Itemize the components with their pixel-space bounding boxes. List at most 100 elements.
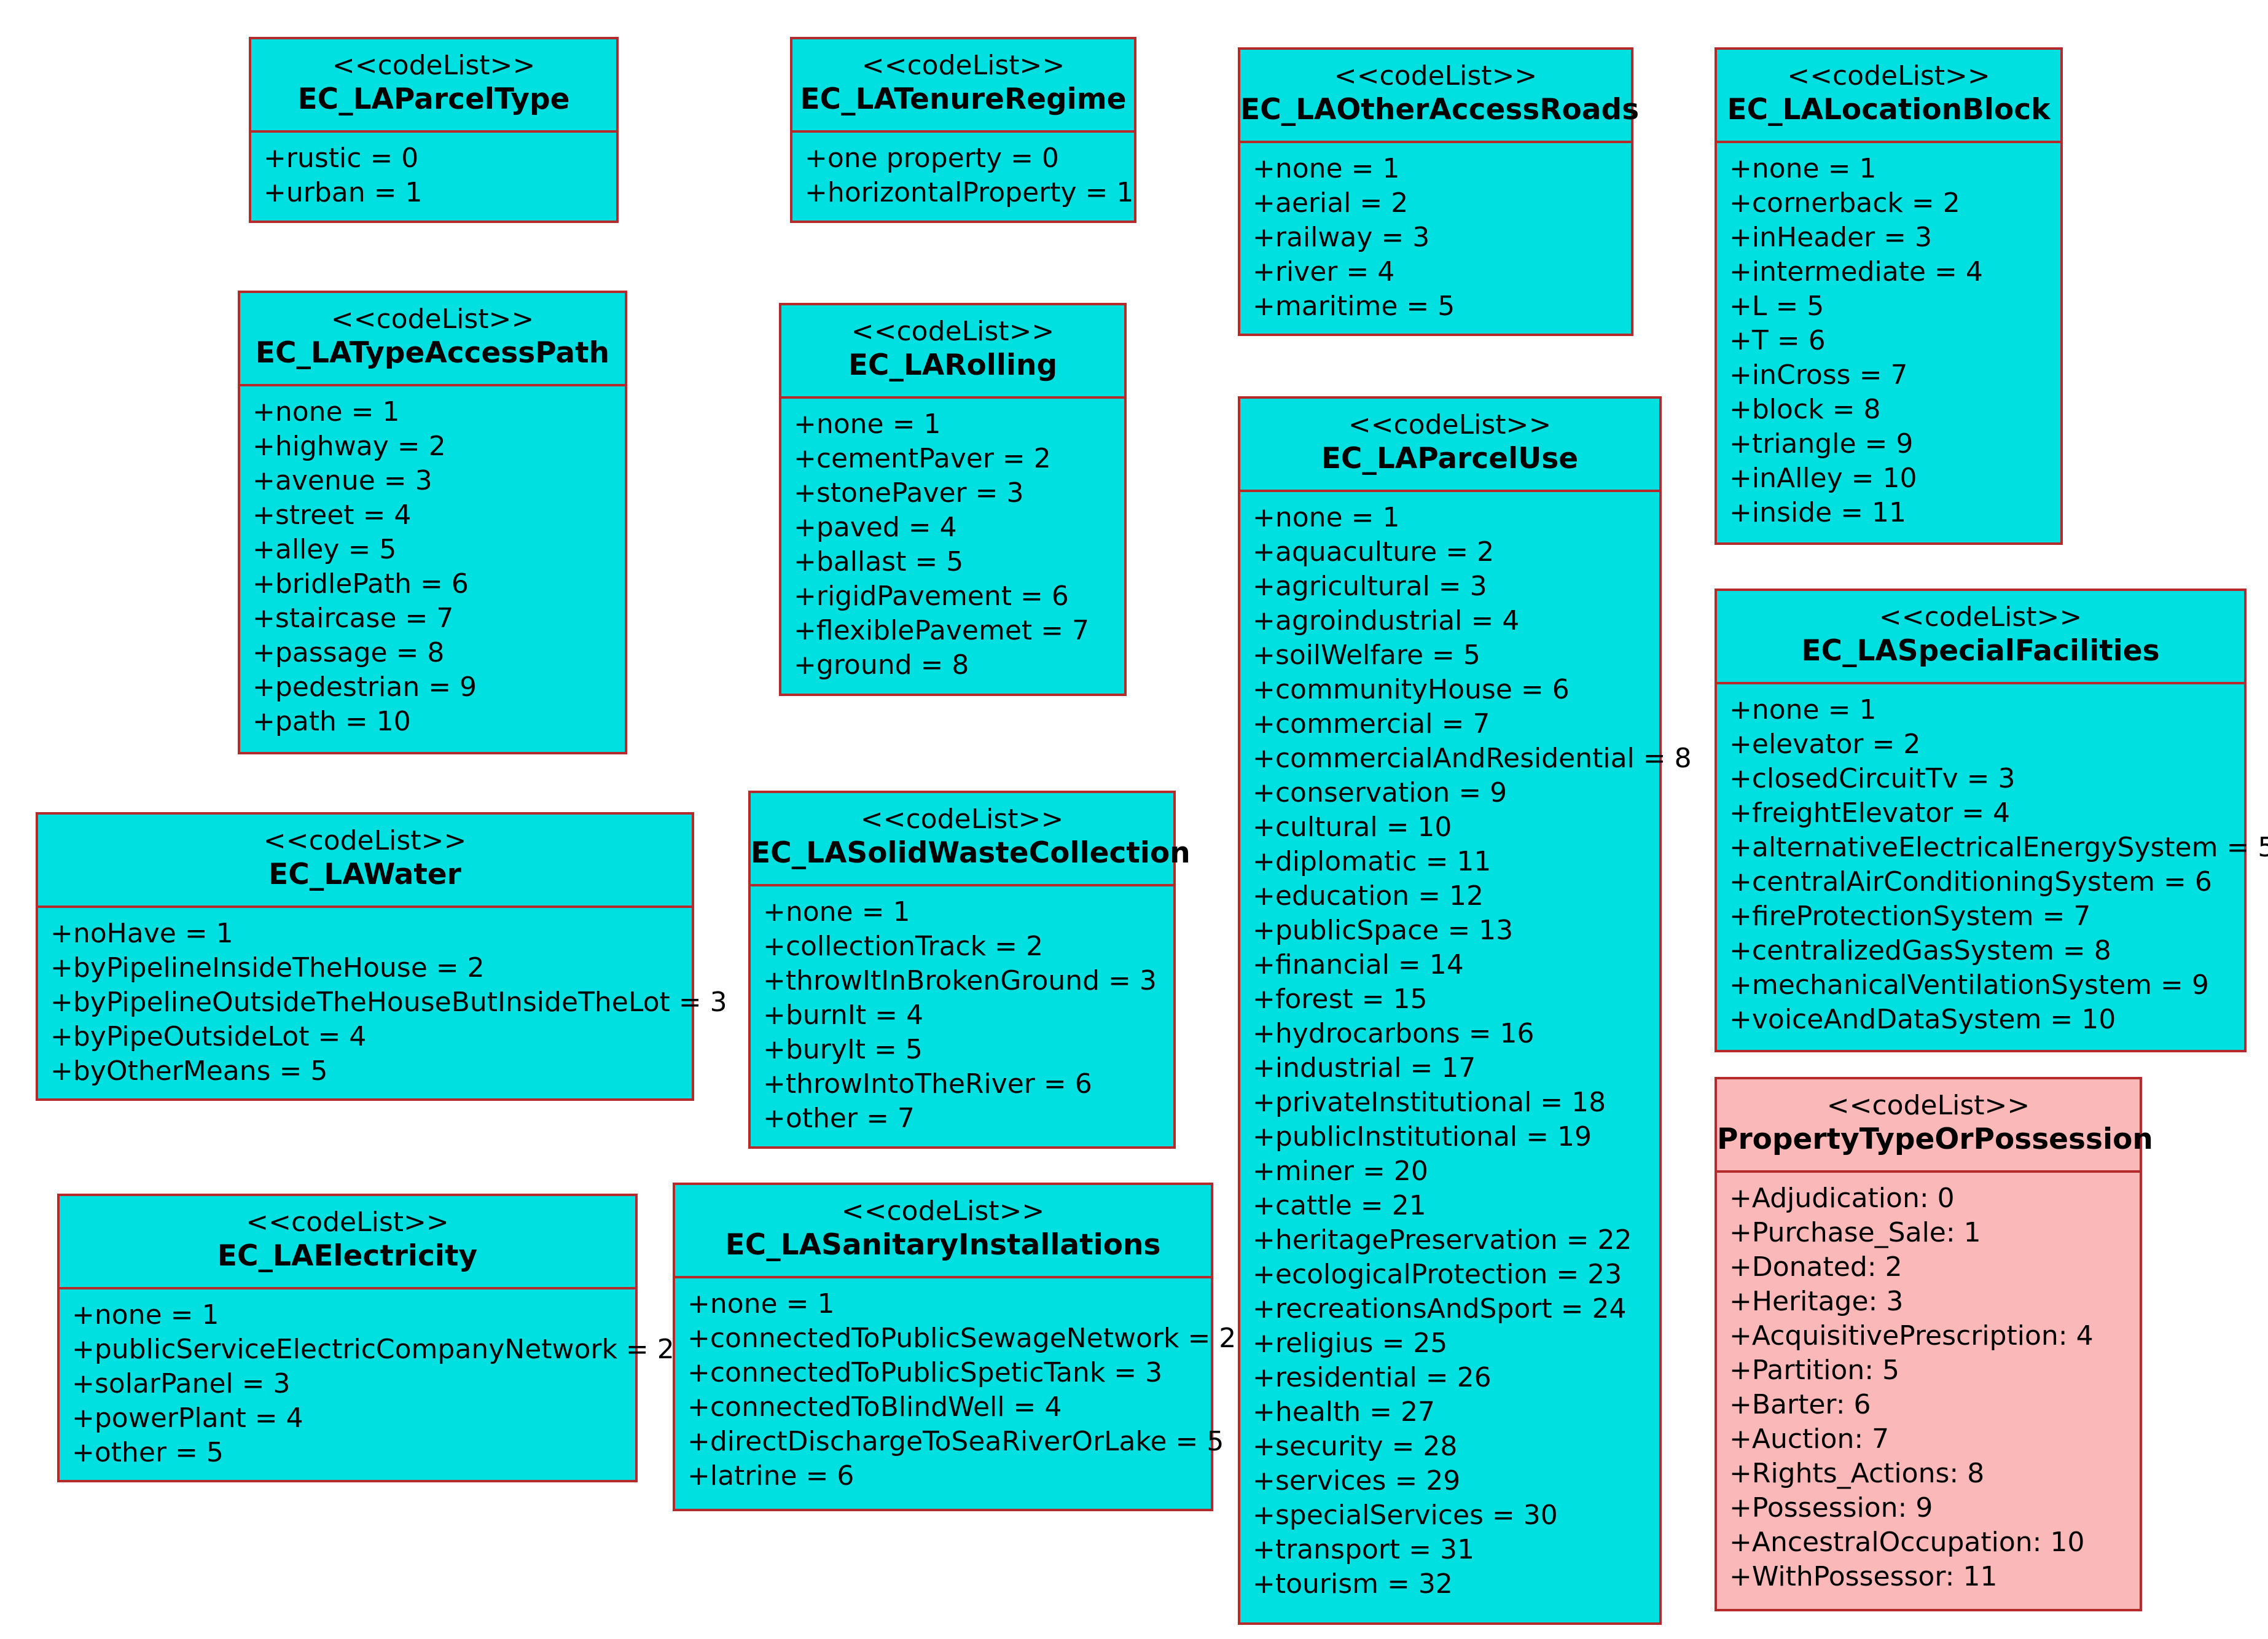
attribute: +byPipeOutsideLot = 4: [50, 1021, 367, 1052]
attribute: +flexiblePavemet = 7: [794, 615, 1090, 646]
attribute: +throwItInBrokenGround = 3: [763, 965, 1157, 996]
class-type-access-path[interactable]: <<codeList>>EC_LATypeAccessPath +none = 1…: [238, 291, 627, 754]
class-attributes: +one property = 0+horizontalProperty = 1: [792, 133, 1134, 210]
attribute: +other = 7: [763, 1103, 915, 1134]
attribute: +publicSpace = 13: [1253, 915, 1514, 946]
class-header: <<codeList>>EC_LASpecialFacilities: [1717, 591, 2244, 684]
attribute: +staircase = 7: [252, 603, 454, 634]
class-attributes: +Adjudication: 0+Purchase_Sale: 1+Donate…: [1717, 1173, 2140, 1594]
class-stereotype: <<codeList>>: [1348, 409, 1552, 440]
class-solid-waste-collection[interactable]: <<codeList>>EC_LASolidWasteCollection+no…: [748, 791, 1191, 1149]
attribute: +aerial = 2: [1253, 187, 1409, 219]
attribute: +path = 10: [252, 706, 411, 737]
attribute: +none = 1: [252, 396, 400, 428]
attribute: +one property = 0: [805, 143, 1059, 174]
class-attributes: +none = 1+publicServiceElectricCompanyNe…: [60, 1289, 675, 1470]
class-header: <<codeList>>EC_LASanitaryInstallations: [675, 1185, 1211, 1278]
attribute: +hydrocarbons = 16: [1253, 1018, 1535, 1049]
attribute: +railway = 3: [1253, 222, 1430, 253]
attribute: +Purchase_Sale: 1: [1729, 1217, 1981, 1248]
attribute: +river = 4: [1253, 256, 1395, 288]
attribute: +cornerback = 2: [1729, 187, 1960, 219]
attribute: +other = 5: [72, 1437, 224, 1468]
attribute: +religius = 25: [1253, 1328, 1448, 1359]
class-stereotype: <<codeList>>: [860, 804, 1064, 835]
attribute: +Rights_Actions: 8: [1729, 1458, 1985, 1489]
attribute: +connectedToPublicSewageNetwork = 2: [687, 1323, 1237, 1354]
attribute: +services = 29: [1253, 1465, 1461, 1496]
class-stereotype: <<codeList>>: [263, 825, 467, 856]
class-rolling[interactable]: <<codeList>>EC_LARolling+none = 1+cement…: [779, 303, 1127, 696]
attribute: +directDischargeToSeaRiverOrLake = 5: [687, 1426, 1224, 1457]
attribute: +inCross = 7: [1729, 359, 1908, 391]
attribute: +commercialAndResidential = 8: [1253, 743, 1692, 774]
attribute: +closedCircuitTv = 3: [1729, 763, 2016, 794]
attribute: +ground = 8: [794, 649, 969, 681]
class-tenure-regime[interactable]: <<codeList>>EC_LATenureRegime+one proper…: [790, 37, 1136, 223]
attribute: +Heritage: 3: [1729, 1286, 1904, 1317]
class-parcel-use[interactable]: <<codeList>>EC_LAParcelUse+none = 1+aqua…: [1238, 396, 1692, 1625]
attribute: +cultural = 10: [1253, 812, 1452, 843]
attribute: +throwIntoTheRiver = 6: [763, 1068, 1092, 1100]
class-name: EC_LARolling: [848, 348, 1058, 382]
class-stereotype: <<codeList>>: [861, 50, 1065, 81]
class-other-access-roads[interactable]: <<codeList>>EC_LAOtherAccessRoads+none =…: [1238, 47, 1640, 336]
class-header: <<codeList>>EC_LAParcelType: [251, 39, 616, 133]
class-attributes: +noHave = 1+byPipelineInsideTheHouse = 2…: [38, 908, 727, 1089]
attribute: +byOtherMeans = 5: [50, 1055, 328, 1087]
class-name: EC_LASpecialFacilities: [1801, 634, 2160, 668]
attribute: +communityHouse = 6: [1253, 674, 1570, 705]
attribute: +Partition: 5: [1729, 1355, 1900, 1386]
attribute: +none = 1: [72, 1299, 219, 1331]
attribute: +AncestralOccupation: 10: [1729, 1527, 2085, 1558]
class-name: EC_LAWater: [268, 858, 461, 891]
class-stereotype: <<codeList>>: [1826, 1090, 2030, 1121]
class-header: <<codeList>>EC_LASolidWasteCollection: [751, 793, 1191, 886]
class-header: <<codeList>>EC_LAElectricity: [60, 1196, 635, 1289]
attribute: +WithPossessor: 11: [1729, 1561, 1998, 1592]
class-attributes: +none = 1+collectionTrack = 2+throwItInB…: [751, 886, 1173, 1136]
class-electricity[interactable]: <<codeList>>EC_LAElectricity+none = 1+pu…: [57, 1194, 675, 1482]
class-name: EC_LATypeAccessPath: [255, 336, 610, 370]
attribute: +mechanicalVentilationSystem = 9: [1729, 969, 2209, 1001]
attribute: +byPipelineInsideTheHouse = 2: [50, 952, 485, 984]
class-water[interactable]: <<codeList>>EC_LAWater +noHave = 1+byPipe…: [36, 812, 727, 1101]
class-attributes: +none = 1+elevator = 2+closedCircuitTv =…: [1717, 684, 2268, 1037]
attribute: +commercial = 7: [1253, 708, 1490, 740]
attribute: +inHeader = 3: [1729, 222, 1933, 253]
class-stereotype: <<codeList>>: [332, 50, 536, 81]
class-name: EC_LAOtherAccessRoads: [1240, 93, 1640, 127]
class-header: <<codeList>>EC_LAOtherAccessRoads: [1240, 50, 1640, 143]
class-location-block[interactable]: <<codeList>>EC_LALocationBlock+none = 1+…: [1715, 47, 2063, 545]
class-name: EC_LAParcelType: [297, 82, 570, 116]
class-attributes: +none = 1+aerial = 2+railway = 3+river =…: [1240, 143, 1631, 324]
attribute: +specialServices = 30: [1253, 1500, 1558, 1531]
attribute: +health = 27: [1253, 1396, 1435, 1428]
class-property-type-or-possession[interactable]: <<codeList>>PropertyTypeOrPossession+Adj…: [1715, 1077, 2153, 1611]
attribute: +recreationsAndSport = 24: [1253, 1293, 1627, 1324]
attribute: +inside = 11: [1729, 497, 1906, 528]
attribute: +none = 1: [687, 1288, 835, 1320]
class-header: <<codeList>>EC_LATypeAccessPath: [240, 293, 625, 386]
attribute: +financial = 14: [1253, 949, 1464, 980]
attribute: +T = 6: [1729, 325, 1826, 356]
attribute: +alternativeElectricalEnergySystem = 5: [1729, 832, 2268, 863]
class-special-facilities[interactable]: <<codeList>>EC_LASpecialFacilities+none …: [1715, 589, 2268, 1052]
attribute: +Adjudication: 0: [1729, 1183, 1955, 1214]
class-header: <<codeList>>PropertyTypeOrPossession: [1717, 1079, 2153, 1173]
class-name: EC_LALocationBlock: [1727, 93, 2051, 127]
attribute: +alley = 5: [252, 534, 397, 565]
class-parcel-type[interactable]: <<codeList>>EC_LAParcelType+rustic = 0+u…: [249, 37, 619, 223]
attribute: +security = 28: [1253, 1431, 1458, 1462]
attribute: +urban = 1: [264, 177, 423, 208]
attribute: +maritime = 5: [1253, 291, 1455, 322]
class-attributes: +rustic = 0+urban = 1: [251, 133, 616, 210]
attribute: +none = 1: [1729, 694, 1877, 726]
class-sanitary-installations[interactable]: <<codeList>>EC_LASanitaryInstallations +n…: [673, 1183, 1237, 1511]
class-name: EC_LAParcelUse: [1321, 442, 1579, 475]
attribute: +pedestrian = 9: [252, 671, 477, 703]
attribute: +ecologicalProtection = 23: [1253, 1259, 1622, 1290]
class-header: <<codeList>>EC_LALocationBlock: [1717, 50, 2060, 143]
attribute: +paved = 4: [794, 512, 957, 543]
class-stereotype: <<codeList>>: [1879, 601, 2082, 633]
